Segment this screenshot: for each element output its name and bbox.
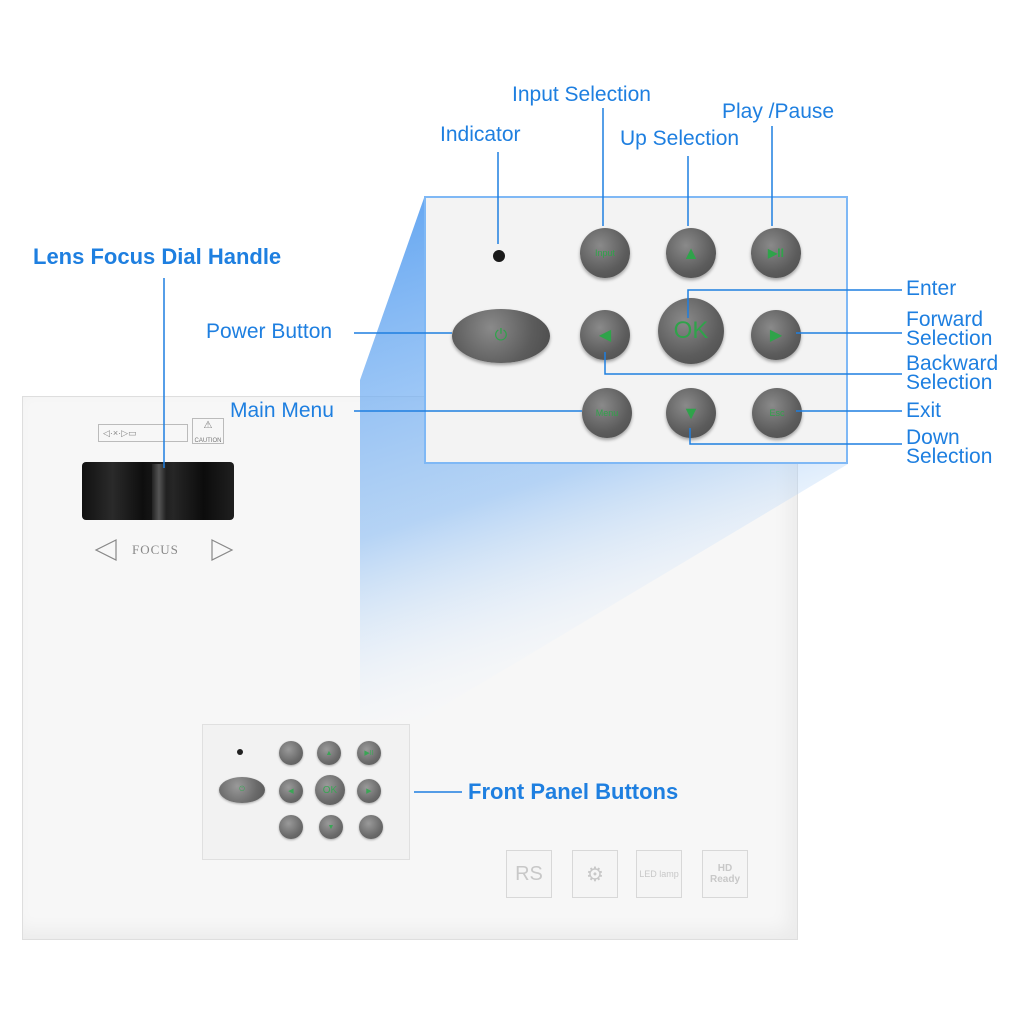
play-pause-icon: ▶II <box>768 246 784 260</box>
right-button[interactable]: ▶ <box>751 310 801 360</box>
zoomed-button-panel: Input ▲ ▶II ⏻ ◀ OK ▶ Menu ▼ Esc <box>424 196 848 464</box>
enter-label: Enter <box>906 277 957 300</box>
menu-button-label: Menu <box>595 408 619 418</box>
backward-leader-line <box>604 352 902 375</box>
caution-text: CAUTION <box>194 438 222 444</box>
backward-label-1: Backward <box>906 352 999 375</box>
menu-button[interactable]: Menu <box>582 388 632 438</box>
rs-badge-text: RS <box>515 862 543 885</box>
esc-button[interactable]: Esc <box>752 388 802 438</box>
ok-button-label: OK <box>673 317 709 344</box>
small-menu-button[interactable] <box>279 815 303 839</box>
focus-dial-handle[interactable] <box>152 464 166 520</box>
small-left-button[interactable]: ◀ <box>279 779 303 803</box>
ok-button[interactable]: OK <box>658 298 724 364</box>
front-panel: ▲ ▶II ⏻ ◀ OK ▶ ▼ <box>202 724 410 860</box>
down-label-1: Down <box>906 426 960 449</box>
small-down-button[interactable]: ▼ <box>319 815 343 839</box>
lens-warning-icon: ◁·×·▷▭ <box>98 424 188 442</box>
led-lamp-badge: LED lamp <box>636 850 682 898</box>
esc-button-label: Esc <box>769 408 785 418</box>
left-button[interactable]: ◀ <box>580 310 630 360</box>
up-button[interactable]: ▲ <box>666 228 716 278</box>
power-button-label: Power Button <box>206 320 333 343</box>
up-selection-label: Up Selection <box>620 127 740 150</box>
right-arrow-icon: ▶ <box>769 327 783 344</box>
exit-label: Exit <box>906 399 942 422</box>
input-button-label: Input <box>594 248 616 258</box>
small-input-button[interactable] <box>279 741 303 765</box>
hd-ready-text: HD Ready <box>709 863 740 885</box>
main-menu-label: Main Menu <box>230 399 334 422</box>
focus-left-arrow-icon <box>94 539 117 561</box>
small-power-button[interactable]: ⏻ <box>219 777 265 803</box>
forward-label-2: Selection <box>906 327 993 350</box>
caution-icon: ⚠CAUTION <box>192 418 224 444</box>
left-arrow-icon: ◀ <box>598 327 612 344</box>
indicator-label: Indicator <box>440 123 521 146</box>
indicator-led <box>493 250 505 262</box>
power-button[interactable]: ⏻ <box>452 309 550 363</box>
small-indicator-led <box>237 749 243 755</box>
enter-leader-line <box>687 289 902 318</box>
play-pause-label: Play /Pause <box>722 100 835 123</box>
small-right-button[interactable]: ▶ <box>357 779 381 803</box>
down-button[interactable]: ▼ <box>666 388 716 438</box>
backward-label-2: Selection <box>906 371 993 394</box>
focus-text: FOCUS <box>132 542 179 557</box>
small-up-button[interactable]: ▲ <box>317 741 341 765</box>
hd-ready-badge: HD Ready <box>702 850 748 898</box>
up-arrow-icon: ▲ <box>682 242 700 263</box>
down-label-2: Selection <box>906 445 993 468</box>
lens-focus-label: Lens Focus Dial Handle <box>33 244 282 269</box>
small-ok-button[interactable]: OK <box>315 775 345 805</box>
cooling-icon: ⚙ <box>586 863 604 886</box>
led-lamp-text: LED lamp <box>639 869 679 879</box>
focus-arrows <box>94 539 234 561</box>
rs-badge: RS <box>506 850 552 898</box>
cooling-badge: ⚙ <box>572 850 618 898</box>
small-esc-button[interactable] <box>359 815 383 839</box>
play-pause-button[interactable]: ▶II <box>751 228 801 278</box>
small-play-button[interactable]: ▶II <box>357 741 381 765</box>
down-leader-line <box>689 428 902 445</box>
front-panel-label: Front Panel Buttons <box>468 779 679 804</box>
input-button[interactable]: Input <box>580 228 630 278</box>
focus-right-arrow-icon <box>211 539 234 561</box>
input-selection-label: Input Selection <box>512 83 651 106</box>
power-icon: ⏻ <box>494 327 508 344</box>
forward-label-1: Forward <box>906 308 984 331</box>
down-arrow-icon: ▼ <box>682 402 700 423</box>
